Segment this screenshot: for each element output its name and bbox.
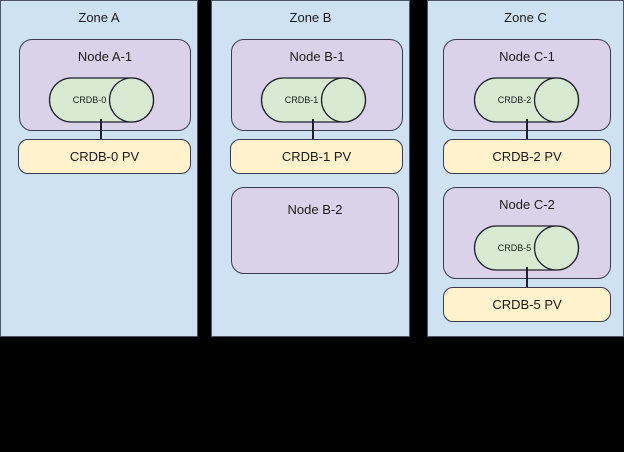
database-cylinder-crdb-0[interactable]: CRDB-0 [48,77,155,123]
zone-c-title: Zone C [504,10,547,25]
node-c-2[interactable]: Node C-2 CRDB-5 [443,187,611,279]
connector-crdb-5-to-pv [526,267,528,289]
pv-crdb-5[interactable]: CRDB-5 PV [443,287,611,322]
zone-b[interactable]: Zone B Node B-1 CRDB-1 CRDB-1 PV Node B-… [211,0,410,337]
pv-crdb-0-label: CRDB-0 PV [69,149,140,164]
zone-a-title: Zone A [78,10,120,25]
connector-crdb-2-to-pv [526,119,528,141]
pv-crdb-2[interactable]: CRDB-2 PV [443,139,611,174]
database-cylinder-crdb-5[interactable]: CRDB-5 [473,225,580,271]
pv-crdb-2-label: CRDB-2 PV [492,149,562,164]
node-a-1-title: Node A-1 [77,49,133,64]
pv-crdb-1-label: CRDB-1 PV [281,149,352,164]
connector-crdb-1-to-pv [312,119,314,141]
node-a-1[interactable]: Node A-1 CRDB-0 [19,39,191,131]
database-label-crdb-5: CRDB-5 [497,243,532,253]
cylinder-icon [48,77,155,123]
zone-c[interactable]: Zone C Node C-1 CRDB-2 CRDB-2 PV Node C-… [427,0,624,337]
pv-crdb-1[interactable]: CRDB-1 PV [230,139,403,174]
zone-b-title: Zone B [289,10,332,25]
database-cylinder-crdb-2[interactable]: CRDB-2 [473,77,580,123]
node-b-2[interactable]: Node B-2 [231,187,399,274]
connector-crdb-0-to-pv [100,119,102,141]
zone-a[interactable]: Zone A Node A-1 CRDB-0 CRDB-0 PV [0,0,198,337]
database-label-crdb-1: CRDB-1 [284,95,319,105]
database-label-crdb-0: CRDB-0 [72,95,107,105]
node-c-2-title: Node C-2 [499,197,555,212]
node-b-2-title: Node B-2 [287,202,343,217]
node-b-1-title: Node B-1 [289,49,345,64]
pv-crdb-5-label: CRDB-5 PV [492,297,562,312]
database-label-crdb-2: CRDB-2 [497,95,532,105]
database-cylinder-crdb-1[interactable]: CRDB-1 [260,77,367,123]
cylinder-icon [473,77,580,123]
cylinder-icon [260,77,367,123]
node-c-1[interactable]: Node C-1 CRDB-2 [443,39,611,131]
node-b-1[interactable]: Node B-1 CRDB-1 [231,39,403,131]
pv-crdb-0[interactable]: CRDB-0 PV [18,139,191,174]
cylinder-icon [473,225,580,271]
node-c-1-title: Node C-1 [499,49,555,64]
